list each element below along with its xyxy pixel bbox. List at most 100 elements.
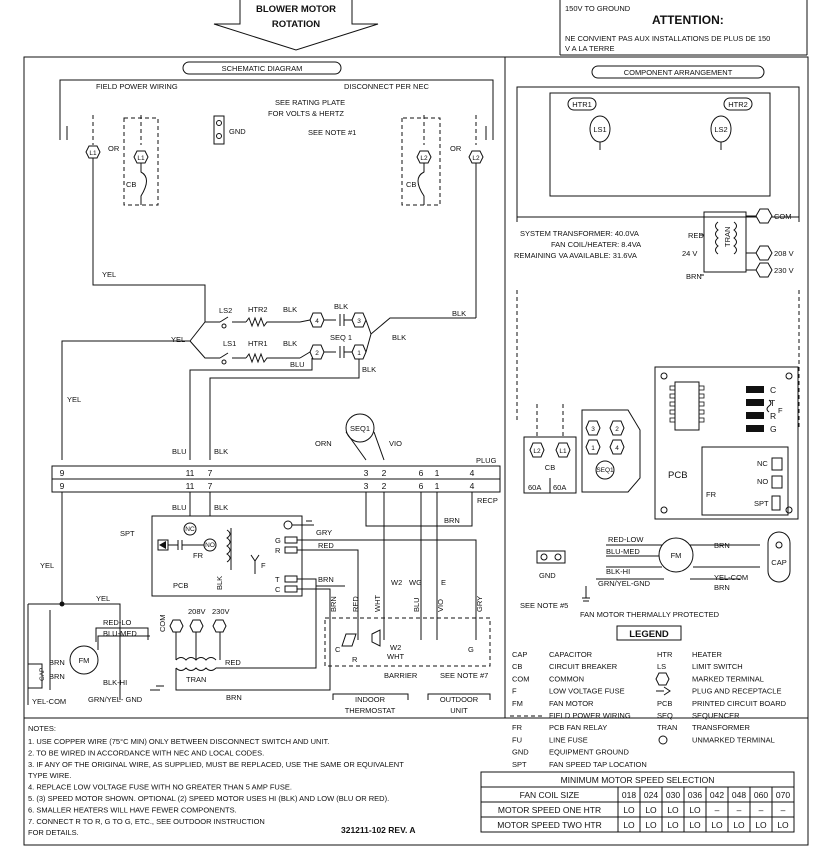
part-number: 321211-102 REV. A (341, 825, 416, 835)
blk-label-seq-right: BLK (392, 333, 406, 342)
notes-lines: 1. USE COPPER WIRE (75°C MIN) ONLY BETWE… (28, 737, 404, 837)
speed-table-cell: LO (733, 820, 745, 830)
heater-element-box (549, 92, 771, 197)
tran-label-comp: TRAN (723, 227, 732, 247)
speed-table-cell: LO (623, 820, 635, 830)
recp-pin-11: 11 (186, 481, 195, 491)
marked-terminal-symbol (655, 672, 670, 686)
brn-label-fm1: BRN (49, 658, 65, 667)
note-line: TYPE WIRE. (28, 771, 71, 780)
indoor-label-2: THERMOSTAT (345, 706, 396, 715)
fm-label-comp: FM (671, 551, 682, 560)
speed-table-cell: LO (645, 805, 657, 815)
legend-left-desc: LINE FUSE (549, 735, 588, 744)
no-label: NO (205, 542, 215, 549)
legend-right-code: HTR (657, 650, 673, 659)
system-transformer-label: SYSTEM TRANSFORMER: 40.0VA (520, 229, 639, 238)
e-label-vert: E (441, 578, 446, 587)
seq-comp-pin-2 (609, 420, 625, 436)
grn-yel-gnd-label-comp: GRN/YEL-GND (598, 579, 651, 588)
speed-table-size: 018 (622, 790, 636, 800)
seq-comp-pin-2-label: 2 (615, 426, 619, 433)
orn-label: ORN (315, 439, 332, 448)
seq-comp-pin-1 (585, 439, 601, 455)
l1-terminal-cb (133, 150, 149, 164)
plug-receptacle-symbol (656, 686, 671, 696)
w2-label-vert: W2 (391, 578, 402, 587)
htr2-label: HTR2 (248, 305, 268, 314)
seq-comp-pin-4-label: 4 (615, 445, 619, 452)
grn-yel-gnd-label-schematic: GRN/YEL- GND (88, 695, 143, 704)
note-line: 7. CONNECT R TO R, G TO G, ETC., SEE OUT… (28, 817, 265, 826)
htr2-label-comp: HTR2 (728, 100, 748, 109)
legend-left-desc: LOW VOLTAGE FUSE (549, 687, 625, 696)
remaining-va-label: REMAINING VA AVAILABLE: 31.6VA (514, 251, 637, 260)
red-label-pcb: RED (318, 541, 334, 550)
legend-title: LEGEND (629, 629, 669, 640)
red-label-tran: RED (225, 658, 241, 667)
htr2-resistor (245, 316, 300, 328)
blu-med-label-schematic: BLU-MED (103, 629, 137, 638)
recp-label: RECP (477, 496, 498, 505)
blu-med-label-comp: BLU-MED (606, 547, 640, 556)
blk-label-seq-bottom: BLK (362, 365, 376, 374)
pcb-g-label: G (275, 536, 281, 545)
yel-com-label-schematic: YEL-COM (32, 697, 66, 706)
or-label-right: OR (450, 144, 462, 153)
note-line: 2. TO BE WIRED IN ACCORDANCE WITH NEC AN… (28, 748, 264, 757)
red-label-vert: RED (351, 596, 360, 612)
pcb-comp-pin-c: C (770, 385, 776, 395)
thermostat-box (324, 617, 491, 667)
blu-label-recp: BLU (172, 503, 187, 512)
l1-label-cb: L1 (137, 155, 145, 162)
cap-label-schematic: CAP (39, 668, 46, 681)
speed-table-size: 036 (688, 790, 702, 800)
pcb-board (151, 515, 303, 597)
l1-terminal-comp (555, 442, 571, 458)
legend-right-code: LS (657, 662, 666, 671)
speed-table-cell: LO (689, 805, 701, 815)
seq-comp-pin-4 (609, 439, 625, 455)
speed-table-size: 060 (754, 790, 768, 800)
brn-label-comp2: BRN (714, 541, 730, 550)
nc-label-comp: NC (757, 459, 768, 468)
recp-pin-4: 4 (470, 481, 475, 491)
legend-right-code: SEQ (657, 711, 673, 720)
speed-table-cell: – (737, 805, 742, 815)
pcb-comp-chip (674, 381, 700, 431)
pcb-comp-label: PCB (668, 470, 688, 481)
com-label-tran: COM (158, 615, 167, 633)
fr-relay-coil (226, 528, 232, 570)
pcb-comp-board (654, 366, 799, 520)
speed-table-size: 048 (732, 790, 746, 800)
speed-table-row-label: MOTOR SPEED TWO HTR (497, 820, 602, 830)
seq-terminal-4-label: 4 (315, 318, 319, 325)
tran-primary-coil (175, 657, 217, 661)
htr2-element (723, 97, 753, 111)
cap-comp (767, 531, 791, 583)
pcb-f-label: F (261, 561, 266, 570)
note-line: 6. SMALLER HEATERS WILL HAVE FEWER COMPO… (28, 805, 237, 814)
yel-label-heater: YEL (171, 335, 185, 344)
or-label-left: OR (108, 144, 120, 153)
tran-label: TRAN (186, 675, 206, 684)
gry-label-vert: GRY (475, 596, 484, 612)
tran-secondary-coil (175, 667, 217, 671)
gnd-label-comp: GND (539, 571, 556, 580)
speed-table-size: 024 (644, 790, 658, 800)
seq1-comp-coil (595, 460, 615, 480)
htr1-element (567, 97, 597, 111)
blu-label-plug: BLU (172, 447, 187, 456)
gnd-label: GND (229, 127, 246, 136)
legend-right-desc: MARKED TERMINAL (692, 674, 764, 683)
legend-left-desc: EQUIPMENT GROUND (549, 748, 629, 757)
legend-right-desc: PRINTED CIRCUIT BOARD (692, 699, 787, 708)
plug-pin-3: 3 (364, 468, 369, 478)
pcb-comp-pin-r: R (770, 411, 776, 421)
thermostat-w2-label: W2 (390, 643, 401, 652)
seq-comp-pin-3-label: 3 (591, 426, 595, 433)
legend-right-desc: TRANSFORMER (692, 723, 751, 732)
